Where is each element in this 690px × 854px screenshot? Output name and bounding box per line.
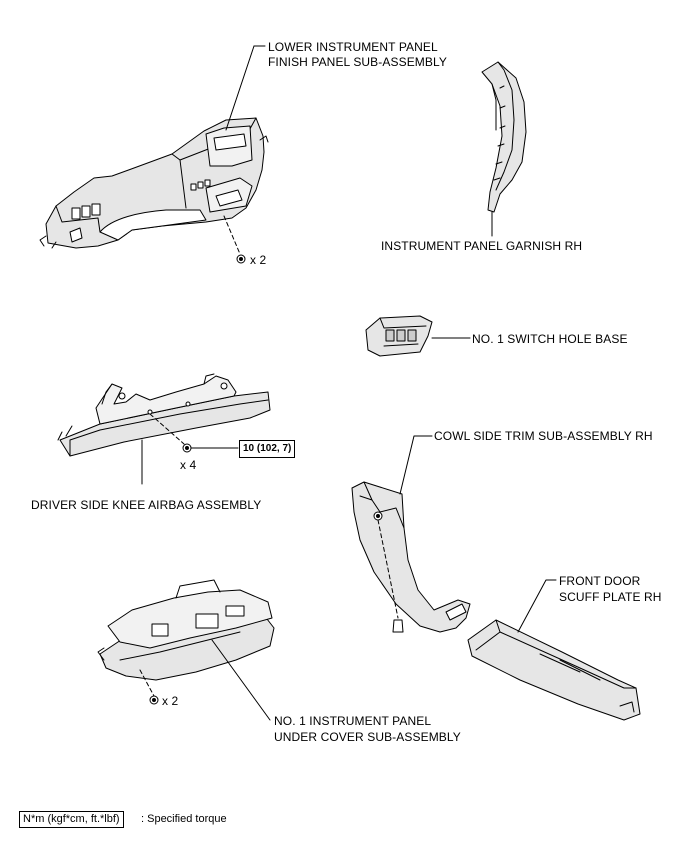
front-door-scuff-plate-illustration [467,579,641,721]
knee-airbag-label: DRIVER SIDE KNEE AIRBAG ASSEMBLY [31,498,262,512]
torque-legend-description: : Specified torque [141,813,227,825]
switch-hole-base-label: NO. 1 SWITCH HOLE BASE [472,332,628,346]
lower-panel-screw-qty: x 2 [250,253,267,267]
scuff-plate-label-line1: FRONT DOOR [559,574,641,588]
torque-unit-legend-box: N*m (kgf*cm, ft.*lbf) [19,811,124,828]
under-cover-screw-qty: x 2 [162,694,179,708]
torque-spec-box: 10 (102, 7) [239,440,296,458]
screw-icon [149,695,159,705]
under-cover-label-line1: NO. 1 INSTRUMENT PANEL [274,714,432,728]
under-cover-label-line2: UNDER COVER SUB-ASSEMBLY [274,730,461,744]
knee-airbag-bolt-qty: x 4 [180,458,197,472]
cowl-side-trim-label: COWL SIDE TRIM SUB-ASSEMBLY RH [434,429,653,443]
lower-panel-label-line1: LOWER INSTRUMENT PANEL [268,40,438,54]
knee-airbag-illustration [57,373,271,485]
bolt-icon [182,443,192,453]
garnish-rh-label: INSTRUMENT PANEL GARNISH RH [381,239,583,253]
clip-icon [392,619,404,633]
lower-instrument-panel-finish-panel-illustration [39,45,269,264]
instrument-panel-garnish-rh-illustration [481,61,527,237]
cowl-side-trim-illustration [351,435,471,633]
switch-hole-base-illustration [365,315,471,357]
screw-icon [236,254,246,264]
scuff-plate-label-line2: SCUFF PLATE RH [559,590,662,604]
lower-panel-label-line2: FINISH PANEL SUB-ASSEMBLY [268,55,447,69]
under-cover-illustration [97,579,275,721]
